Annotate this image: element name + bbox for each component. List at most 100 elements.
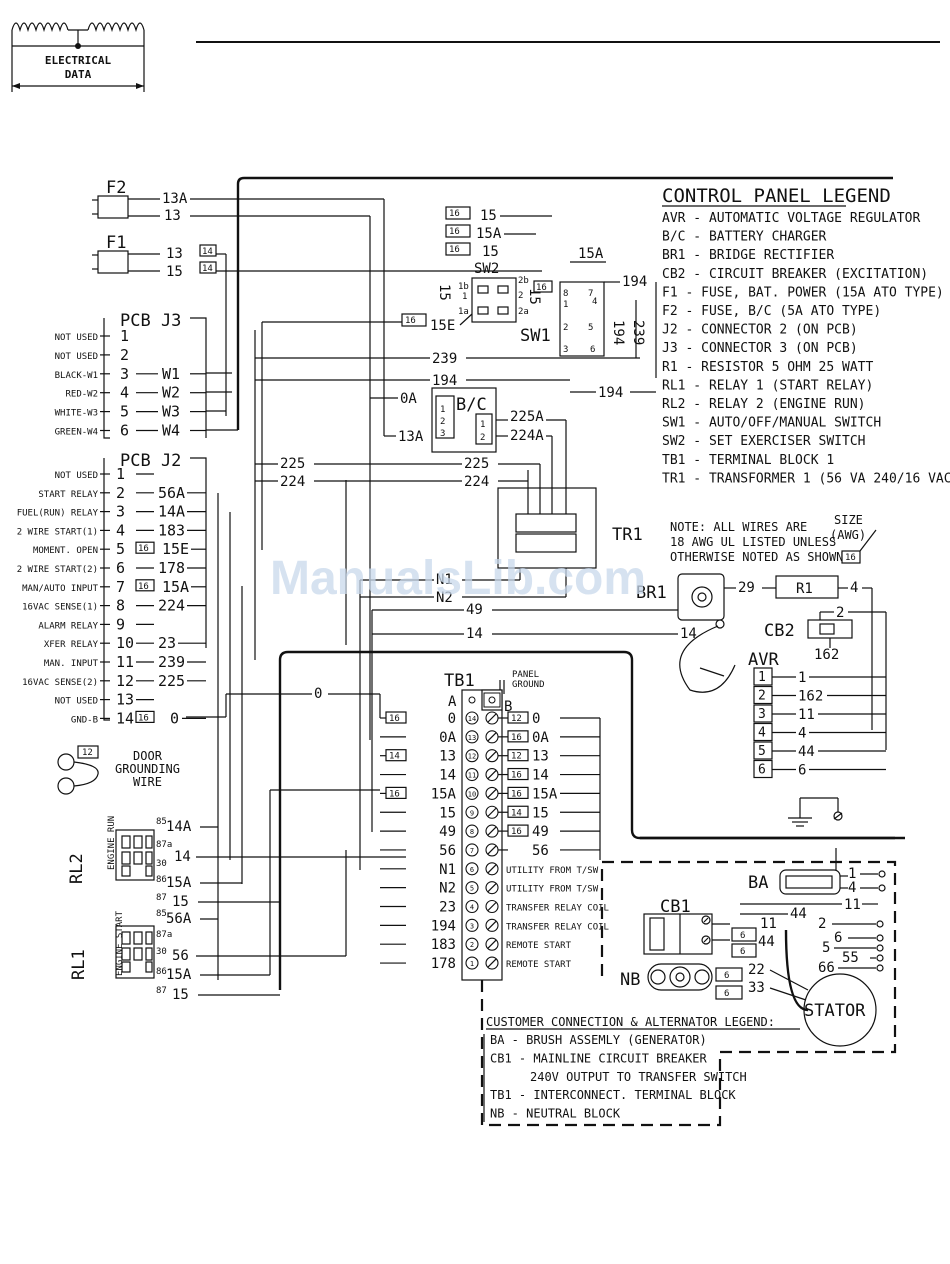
- main-harness-line: [236, 176, 893, 430]
- bc-label: B/C: [456, 395, 487, 415]
- legend-item: J2 - CONNECTOR 2 (ON PCB): [662, 323, 858, 338]
- j2-pin-label: MAN. INPUT: [44, 659, 99, 669]
- j3-pin-number: 4: [120, 384, 129, 402]
- pin-label: 85: [156, 817, 167, 827]
- tb1-terminal-number: 7: [470, 847, 474, 855]
- j2-pin-number: 5: [116, 540, 125, 558]
- wire-label: 15E: [430, 318, 455, 334]
- j3-pin-number: 1: [120, 327, 129, 345]
- stator: STATOR 2 6 5 55 66: [784, 916, 884, 1047]
- wire-label: 15A: [166, 875, 192, 891]
- pin-label: 2: [518, 291, 523, 301]
- note-line: NOTE: ALL WIRES ARE: [670, 520, 807, 534]
- pin-label: 3: [440, 429, 445, 439]
- transformer-tr1: TR1: [497, 420, 643, 569]
- wire-label: 224A: [510, 428, 544, 444]
- tb1-description: UTILITY FROM T/SW: [506, 866, 599, 876]
- j2-wire-label: 15A: [162, 578, 189, 596]
- fuse-f2: F2 13A 13: [92, 178, 188, 224]
- pin-label: 87: [156, 986, 167, 996]
- brush-assembly-ba: BA 1 4: [748, 848, 886, 896]
- wire-label: 0: [314, 686, 322, 702]
- legend-item: RL1 - RELAY 1 (START RELAY): [662, 378, 873, 393]
- pin-label: 1: [563, 300, 568, 310]
- watermark: ManualsLib.com: [270, 552, 646, 605]
- wire-label: 15: [172, 987, 189, 1003]
- avr-pin: 1: [758, 670, 766, 685]
- j2-pin-number: 6: [116, 559, 125, 577]
- j3-pin-label: NOT USED: [55, 352, 98, 362]
- size-tag: 16: [845, 553, 856, 563]
- wire-label: 49: [466, 602, 483, 618]
- size-tag: 16: [389, 714, 400, 724]
- wire-label: 44: [758, 934, 775, 950]
- tb1-terminal-number: 11: [468, 772, 476, 780]
- note-line: OTHERWISE NOTED AS SHOWN:: [670, 550, 851, 564]
- pin-label: 87a: [156, 840, 172, 850]
- wire-label: 5: [822, 940, 830, 956]
- j3-pin-label: RED-W2: [65, 390, 98, 400]
- size-tag: 16: [449, 245, 460, 255]
- pin-label: 85: [156, 909, 167, 919]
- j2-pin-number: 7: [116, 578, 125, 596]
- wire-label: 14: [466, 626, 483, 642]
- wire-label: 15A: [166, 967, 192, 983]
- tb1-right-wire: 56: [532, 843, 549, 859]
- rl2-sublabel: ENGINE RUN: [107, 816, 117, 870]
- pin-label: 2: [480, 433, 485, 443]
- tb1-left-wire: 56: [439, 843, 456, 859]
- size-tag: 16: [405, 316, 416, 326]
- wire-label: 194: [598, 385, 623, 401]
- tb1-left-wire: 15: [439, 805, 456, 821]
- stator-label: STATOR: [804, 1001, 866, 1021]
- wire-label: 224: [280, 474, 305, 490]
- avr-pin: 3: [758, 707, 766, 722]
- wire-label: 1: [848, 866, 856, 882]
- legend-item: AVR - AUTOMATIC VOLTAGE REGULATOR: [662, 211, 920, 226]
- wire-label: 13A: [398, 429, 424, 445]
- avr-wire: 1: [798, 670, 806, 686]
- pin-label: 3: [563, 345, 568, 355]
- j2-pin-number: 4: [116, 521, 125, 539]
- pin-label: 6: [590, 345, 595, 355]
- customer-legend-item: NB - NEUTRAL BLOCK: [490, 1107, 621, 1121]
- avr-wire: 6: [798, 763, 806, 779]
- tb1-left-wire: 15A: [431, 786, 457, 802]
- tb1-terminal-number: 8: [470, 828, 474, 836]
- wire-label: 4: [848, 880, 856, 896]
- j2-pin-number: 9: [116, 615, 125, 633]
- wire-label: 2: [818, 916, 826, 932]
- tb1-right-wire: 13: [532, 749, 549, 765]
- battery-charger: 0A 1 2 3 B/C 1 2 13A 225A 224A: [398, 387, 566, 453]
- wire-label: 4: [850, 580, 858, 596]
- size-tag: 16: [511, 789, 522, 799]
- ba-label: BA: [748, 873, 768, 893]
- j2-pin-number: 1: [116, 465, 125, 483]
- wire-label: 15: [172, 894, 189, 910]
- wire-label: 13: [164, 208, 181, 224]
- j2-pin-number: 2: [116, 484, 125, 502]
- wire-label: 15: [480, 208, 497, 224]
- door-grounding-label: DOOR GROUNDING WIRE: [114, 750, 181, 789]
- wire-label: 15A: [476, 226, 502, 242]
- j3-wire-label: W1: [162, 365, 180, 383]
- legend-item: RL2 - RELAY 2 (ENGINE RUN): [662, 397, 866, 412]
- switch-sw2: 16 15 16 15A 16 15 SW2 1b 1 1a 2b 2 2a 1…: [401, 206, 553, 334]
- coil-icon: [11, 22, 69, 33]
- door-grounding: 12 DOOR GROUNDING WIRE: [57, 745, 181, 795]
- avr-wire: 11: [798, 707, 815, 723]
- avr-label: AVR: [748, 650, 779, 670]
- legend-item: CB2 - CIRCUIT BREAKER (EXCITATION): [662, 267, 928, 282]
- j2-pin-number: 13: [116, 691, 134, 709]
- j2-pin-label: 2 WIRE START(1): [17, 527, 98, 537]
- size-tag: 16: [511, 733, 522, 743]
- rl1-label: RL1: [69, 949, 89, 980]
- wire-label: 14A: [166, 819, 192, 835]
- tb1-left-wire: 0A: [439, 730, 456, 746]
- fuse-f1: F1 13 15 14 14: [92, 233, 217, 280]
- tb1-terminal-number: 1: [470, 960, 474, 968]
- pin-label: 2b: [518, 276, 529, 286]
